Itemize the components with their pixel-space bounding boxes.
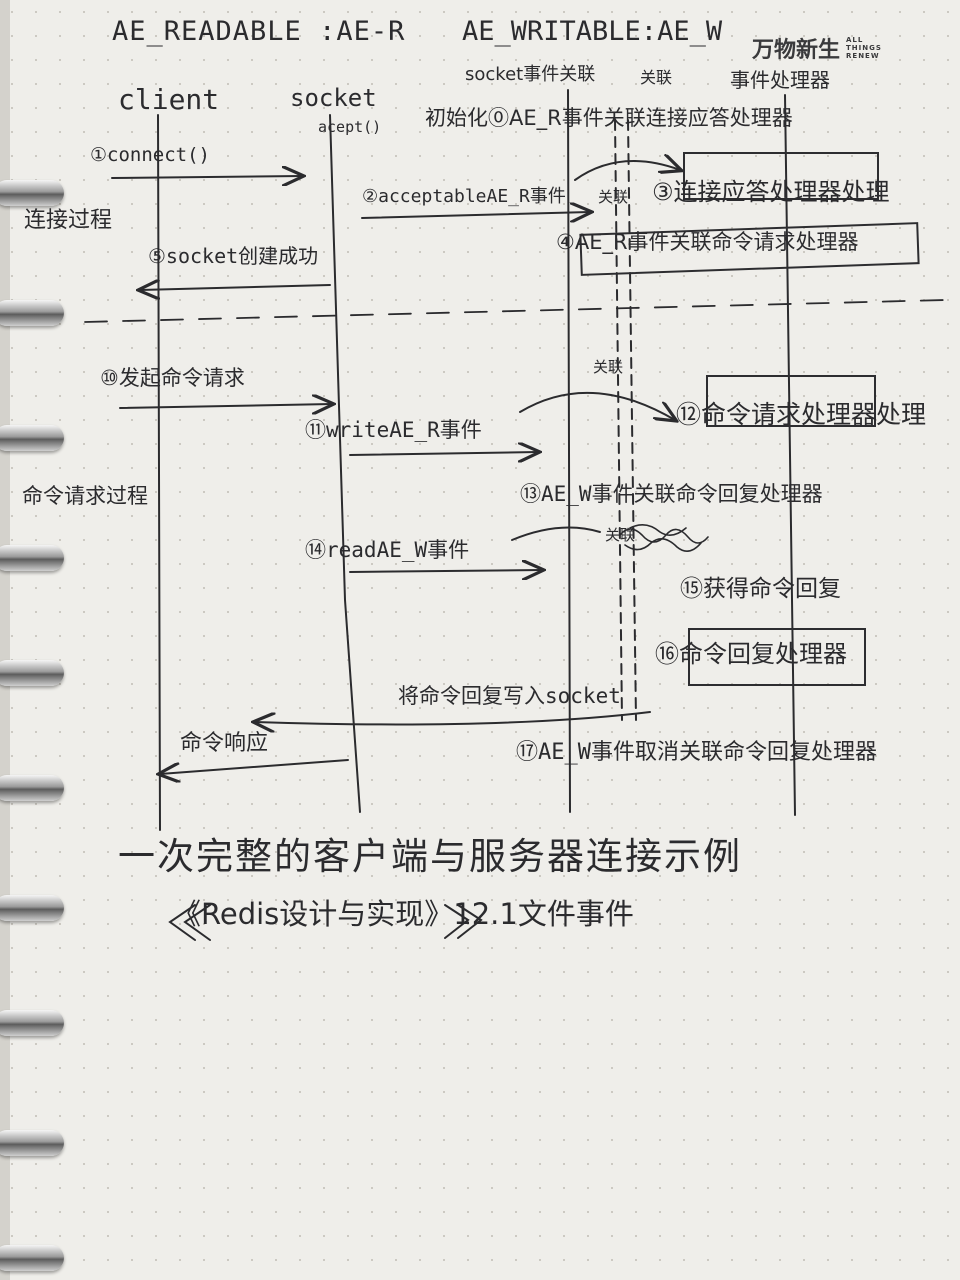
binder-ring: [0, 300, 64, 326]
binder-ring: [0, 775, 64, 801]
reply-label: 命令响应: [180, 731, 269, 756]
handler-label: 事件处理器: [730, 68, 830, 92]
client-lifeline: [157, 114, 161, 831]
brand-logo: 万物新生 ALL THINGS RENEW: [752, 32, 882, 64]
write-back-label: 将命令回复写入socket: [398, 684, 621, 708]
acceptable-arrow: [361, 212, 590, 218]
readable-legend: AE_READABLE :AE-R: [112, 16, 406, 47]
step-11-label: ⑪writeAE_R事件: [305, 418, 482, 442]
step-2-tag: 关联: [598, 188, 629, 206]
reply-arrow: [160, 759, 349, 774]
binder-ring: [0, 895, 64, 921]
dashed-line: [614, 119, 623, 721]
step-13-label: ⑬AE_W事件关联命令回复处理器: [520, 482, 823, 506]
write-back-arrow: [255, 711, 651, 724]
caption-title: 一次完整的客户端与服务器连接示例: [118, 835, 742, 878]
dashed-line: [627, 119, 637, 721]
step-16-box: [688, 628, 866, 686]
caption-bracket-left: [168, 904, 211, 941]
scribble-line: [511, 526, 601, 541]
step-2-label: ②acceptableAE_R事件: [362, 186, 566, 207]
section-divider: [84, 299, 946, 323]
step-12-label: ⑫命令请求处理器处理: [676, 400, 927, 429]
step-3-box: [683, 152, 879, 200]
binder-ring: [0, 1245, 64, 1271]
socket-created-arrow: [140, 285, 331, 290]
connect-process-label: 连接过程: [24, 208, 113, 233]
binder-ring: [0, 545, 64, 571]
step-1-label: ①connect(): [90, 144, 210, 166]
binder-ring: [0, 1010, 64, 1036]
assoc-top-label: 关联: [640, 68, 673, 87]
step-4-label: ④AE_R事件关联命令请求处理器: [556, 230, 859, 254]
notebook-spine: [0, 0, 10, 1280]
binder-ring: [0, 180, 64, 206]
caption-bracket-right: [444, 904, 483, 939]
command-request-arrow: [119, 404, 332, 408]
binder-ring: [0, 1130, 64, 1156]
step-0-label: 初始化⓪AE_R事件关联连接应答处理器: [425, 106, 793, 130]
step-3-label: ③连接应答处理器处理: [652, 178, 890, 206]
step-15-label: ⑮获得命令回复: [680, 576, 841, 602]
logo-text: 万物新生: [752, 38, 841, 63]
logo-subtext: ALL THINGS RENEW: [846, 36, 882, 60]
read-event-arrow: [349, 570, 542, 572]
handler-lifeline: [784, 94, 796, 816]
assoc-lifeline: [567, 89, 571, 813]
socket-lifeline: [329, 114, 361, 813]
step-12-box: [706, 375, 876, 427]
step-17-label: ⑰AE_W事件取消关联命令回复处理器: [516, 740, 877, 765]
assoc-curve: [574, 161, 680, 181]
caption-source: 《Redis设计与实现》12.1文件事件: [172, 897, 634, 931]
command-process-label: 命令请求过程: [22, 484, 148, 508]
step-16-label: ⑯命令回复处理器: [655, 640, 847, 668]
binder-ring: [0, 660, 64, 686]
step-14-label: ⑭readAE_W事件: [305, 538, 470, 562]
client-label: client: [118, 83, 220, 116]
step-14-tag: 关联: [605, 526, 636, 544]
write-event-arrow: [349, 452, 538, 455]
assoc-label: socket事件关联: [465, 64, 596, 85]
step-11-tag: 关联: [593, 358, 624, 376]
step-5-label: ⑤socket创建成功: [148, 244, 319, 268]
scribble-mark: [619, 524, 709, 552]
assoc-curve-12: [519, 391, 675, 420]
step-10-label: ⑩发起命令请求: [100, 366, 245, 390]
writable-legend: AE_WRITABLE:AE_W: [462, 16, 723, 47]
accept-label: acept(): [318, 118, 382, 136]
connect-arrow: [111, 176, 302, 178]
binder-ring: [0, 425, 64, 451]
socket-label: socket: [290, 84, 377, 112]
